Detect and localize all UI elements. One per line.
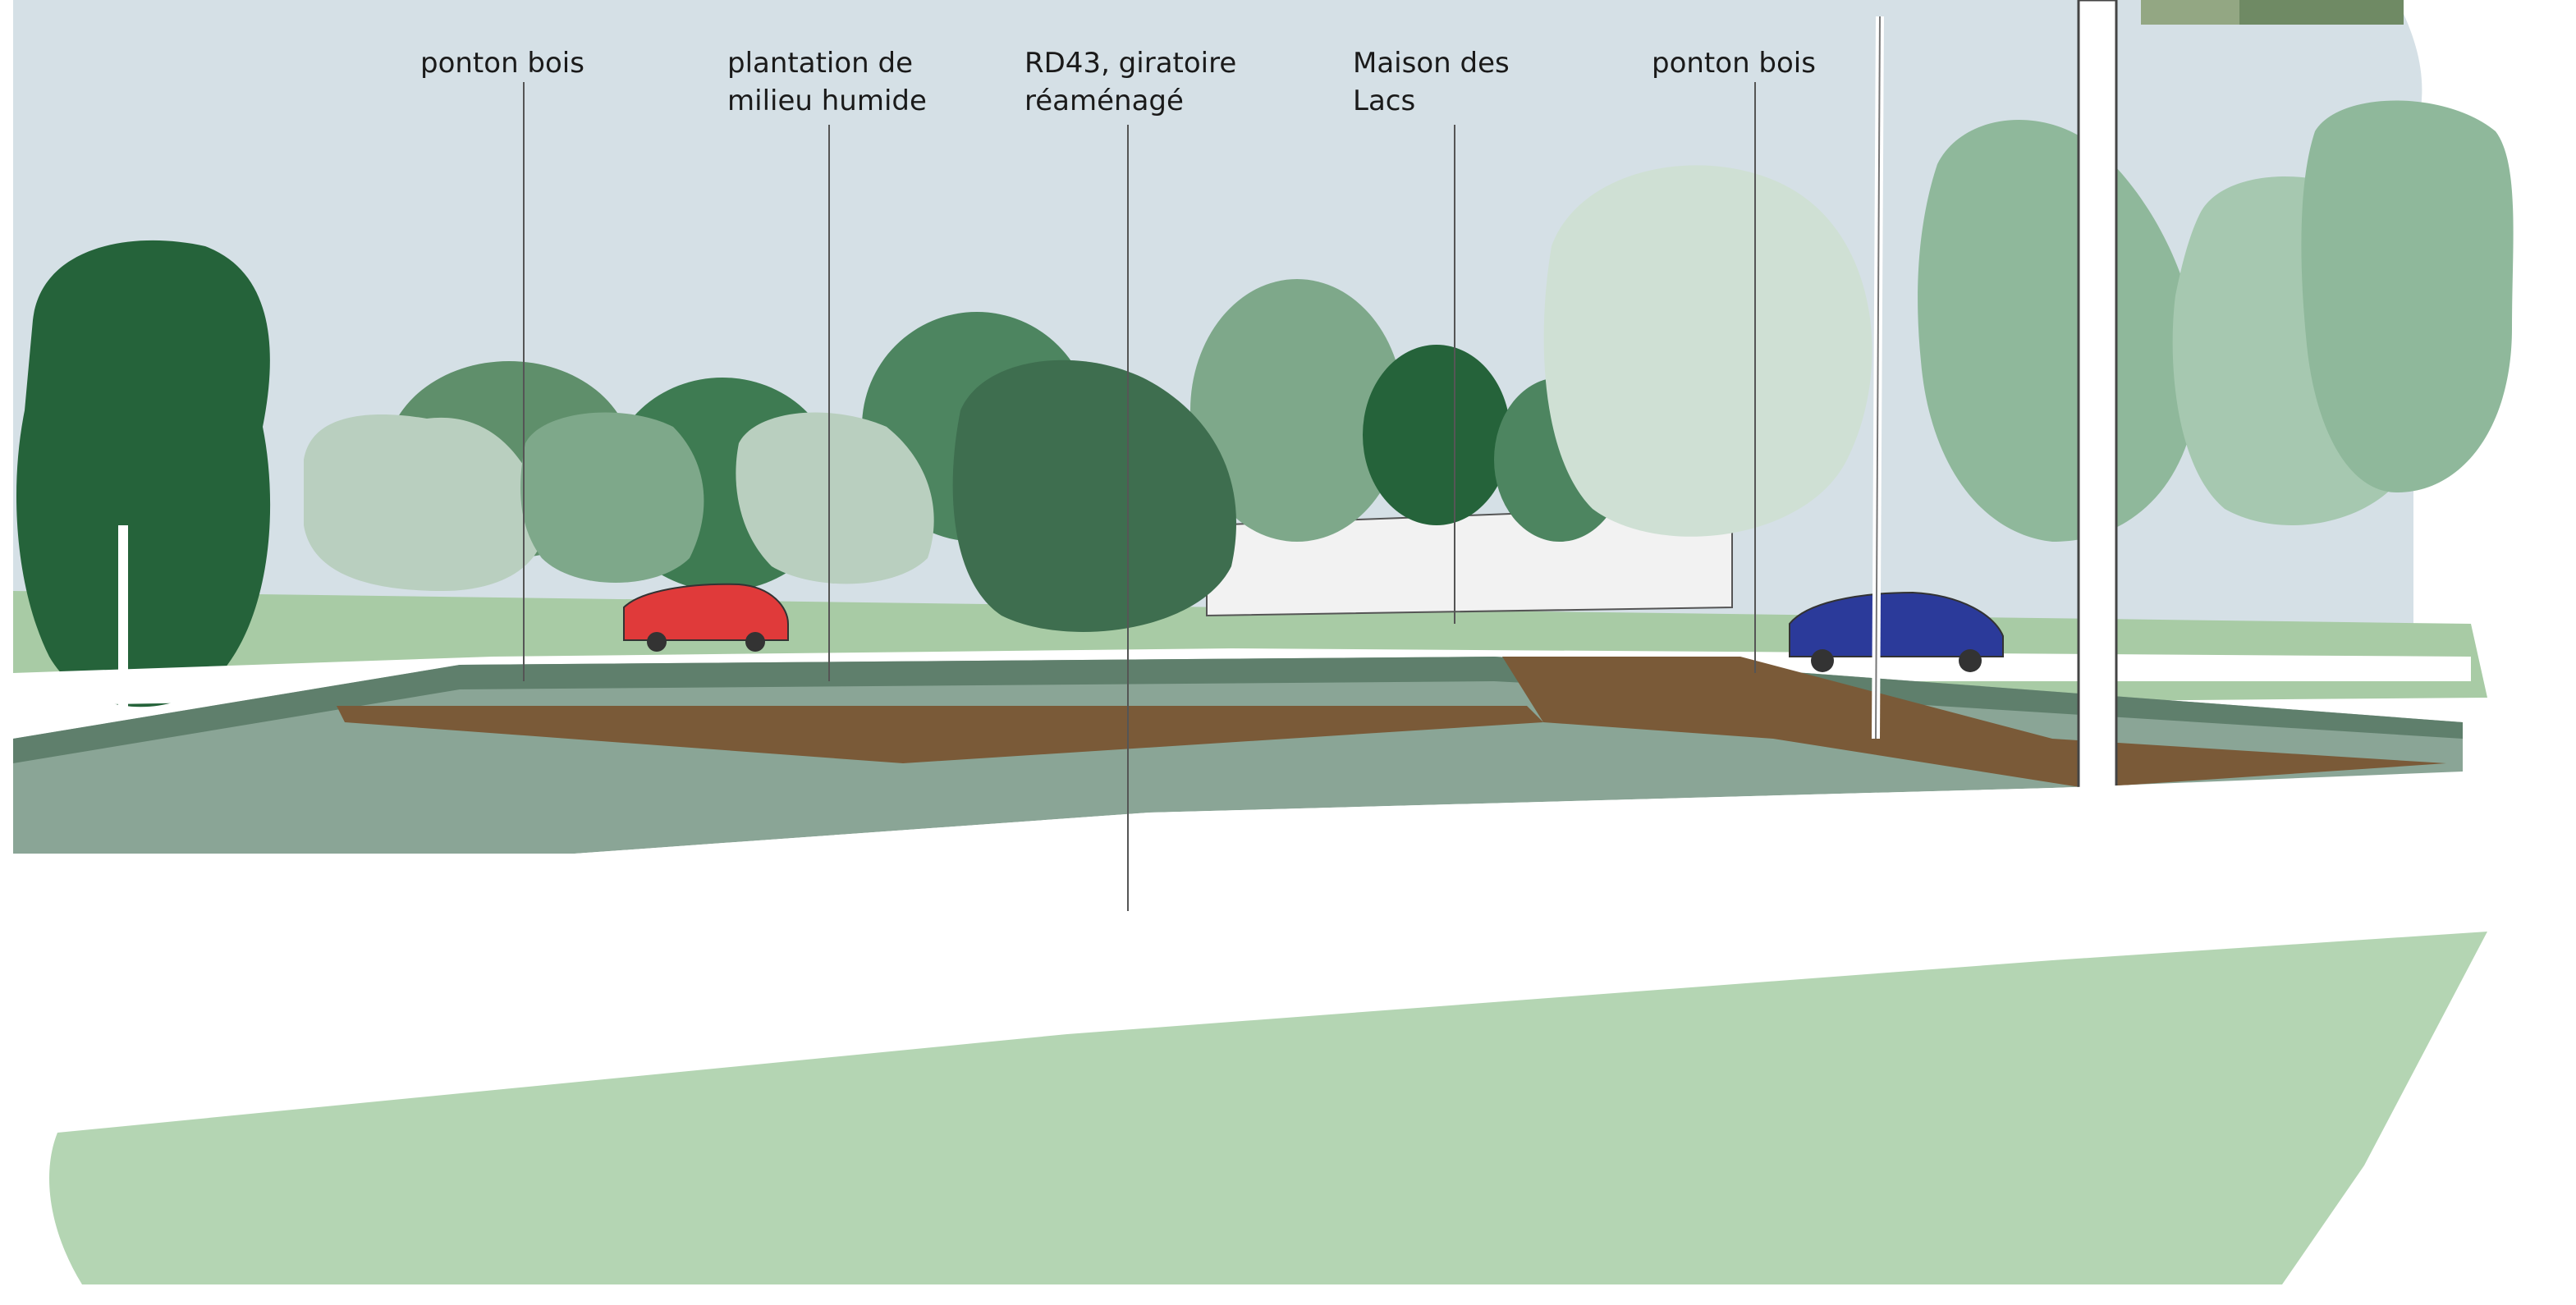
- red-car: [623, 583, 789, 652]
- blue-car: [1789, 591, 2004, 672]
- label-rd43-giratoire: RD43, giratoire réaménagé: [1024, 47, 1237, 117]
- foreground-lawn: [49, 932, 2487, 1284]
- mid-trees: [304, 100, 2514, 632]
- label-plantation-milieu-humide: plantation de milieu humide: [727, 47, 927, 117]
- label-ponton-bois-left: ponton bois: [420, 47, 584, 80]
- foreground-path: [13, 772, 2487, 1133]
- label-maison-des-lacs: Maison des Lacs: [1353, 47, 1510, 117]
- boardwalk-right: [1502, 657, 2446, 788]
- label-ponton-bois-right: ponton bois: [1652, 47, 1816, 80]
- boardwalk-left: [337, 706, 1543, 763]
- callout-leader-lines: [523, 82, 1756, 911]
- left-foreground-tree: [16, 240, 271, 707]
